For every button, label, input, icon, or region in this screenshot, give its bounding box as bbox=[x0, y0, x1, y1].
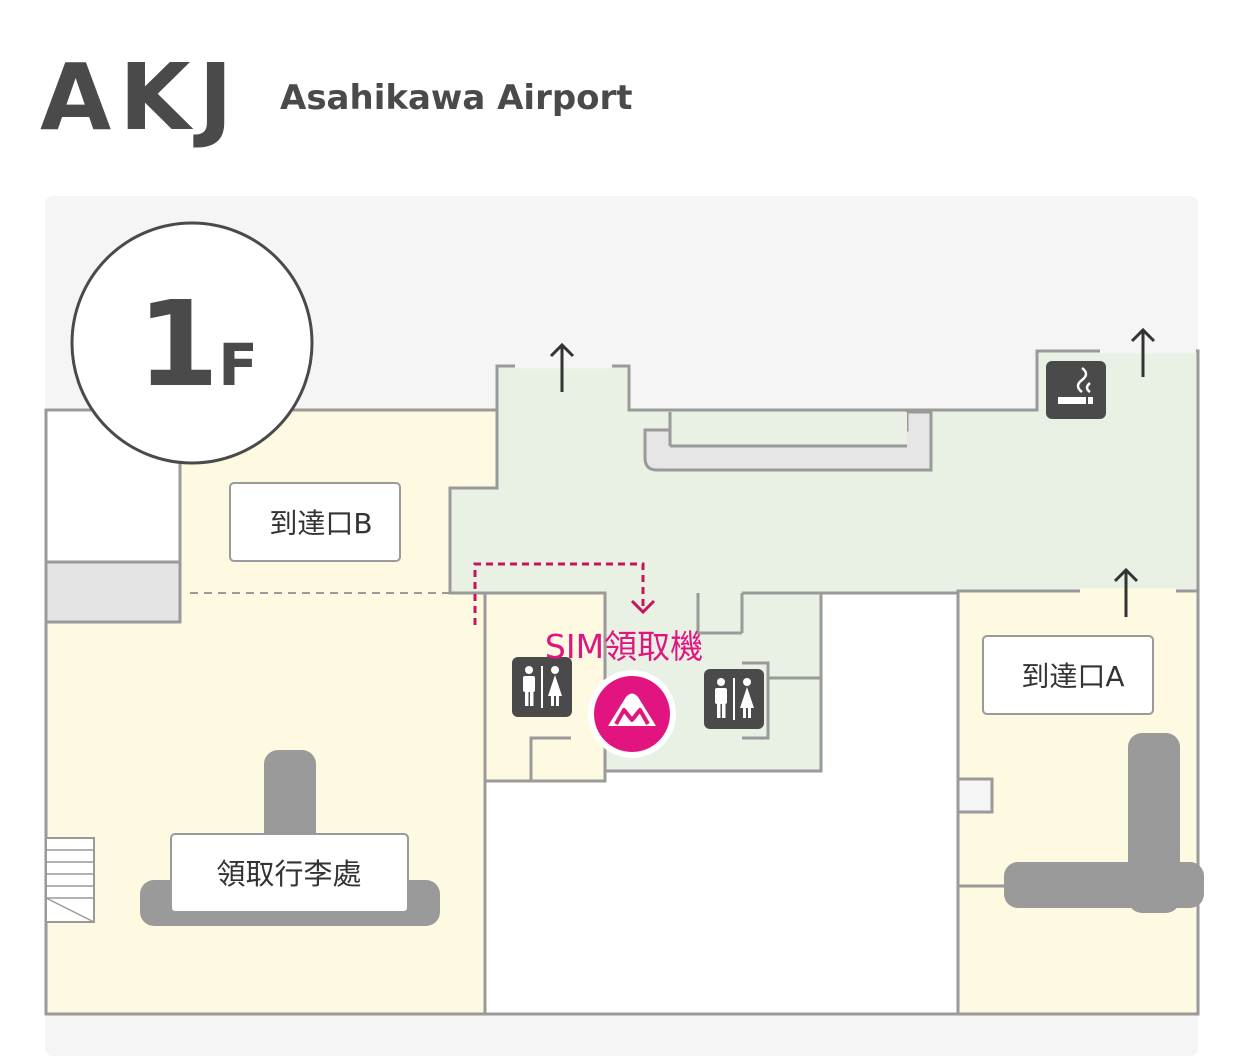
arrow-up-icon bbox=[1113, 567, 1139, 617]
storage-room bbox=[44, 560, 182, 624]
sim-route-line bbox=[473, 562, 645, 625]
sim-pickup-label: SIM領取機 bbox=[545, 627, 703, 666]
arrow-up-icon bbox=[549, 342, 575, 392]
floor-number: 1 bbox=[137, 275, 219, 413]
stairs bbox=[45, 837, 95, 923]
arrival-gate-a-label: 到達口A bbox=[1021, 660, 1124, 693]
arrival-gate-a-label-box: 到達口A bbox=[982, 635, 1154, 715]
sim-route-arrowhead bbox=[630, 599, 656, 615]
airport-name: Asahikawa Airport bbox=[280, 78, 633, 118]
baggage-claim-label: 領取行李處 bbox=[216, 857, 361, 891]
arrow-up-icon bbox=[1130, 327, 1156, 377]
arrival-gate-b-label: 到達口B bbox=[269, 507, 372, 540]
baggage-claim-label-box: 領取行李處 bbox=[170, 833, 409, 913]
floor-badge: 1 F bbox=[70, 221, 314, 465]
floor-suffix: F bbox=[218, 331, 258, 399]
smoking-icon bbox=[1046, 361, 1106, 419]
arrival-gate-b-label-box: 到達口B bbox=[229, 482, 401, 562]
mountain-logo-icon bbox=[588, 670, 676, 758]
restroom-icon bbox=[704, 669, 764, 729]
counter-inner bbox=[670, 412, 907, 446]
restroom-icon bbox=[512, 657, 572, 717]
airport-code: AKJ bbox=[40, 44, 241, 151]
baggage-conveyor-right bbox=[1004, 733, 1204, 913]
